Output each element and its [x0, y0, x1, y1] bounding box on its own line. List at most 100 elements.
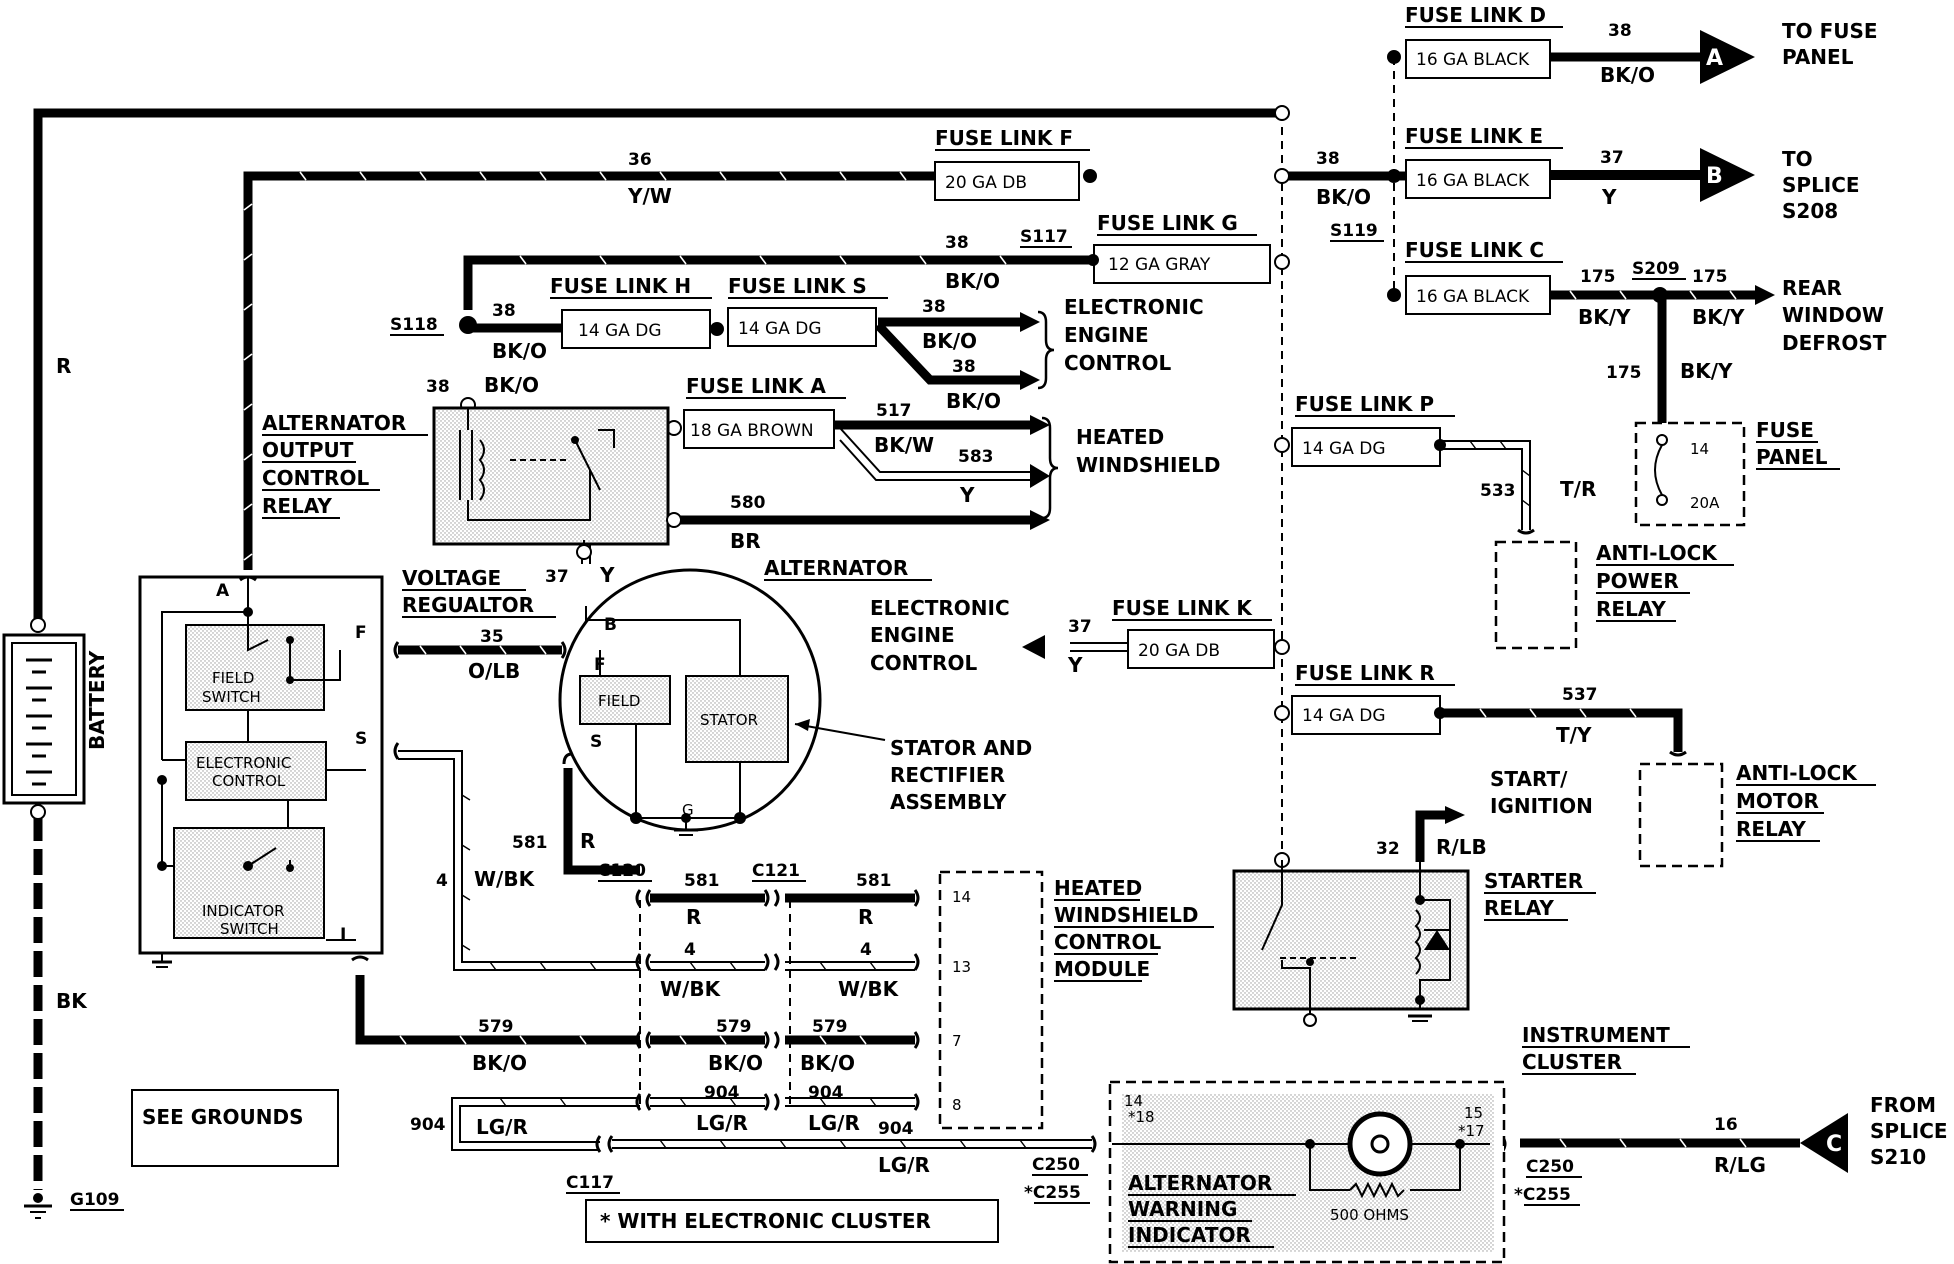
svg-text:DEFROST: DEFROST: [1782, 331, 1887, 355]
svg-text:T/R: T/R: [1560, 477, 1596, 501]
svg-text:FUSE LINK H: FUSE LINK H: [550, 274, 691, 298]
battery: BATTERY: [2, 617, 109, 820]
svg-text:SPLICE: SPLICE: [1870, 1119, 1948, 1143]
svg-text:RELAY: RELAY: [262, 494, 332, 518]
fuse-link-s: FUSE LINK S 14 GA DG: [710, 274, 888, 347]
svg-text:BK/O: BK/O: [472, 1051, 527, 1075]
svg-text:CONTROL: CONTROL: [212, 772, 286, 790]
svg-text:581: 581: [856, 871, 892, 891]
svg-text:Y: Y: [1601, 185, 1617, 209]
svg-text:B: B: [604, 615, 617, 635]
svg-text:37: 37: [1600, 148, 1624, 168]
fuse-link-f: FUSE LINK F 20 GA DB: [934, 126, 1097, 201]
svg-text:13: 13: [952, 958, 971, 976]
svg-text:BK/O: BK/O: [1316, 185, 1371, 209]
svg-text:537: 537: [1562, 685, 1598, 705]
alt-output-control-relay: ALTERNATOR OUTPUT CONTROL RELAY: [262, 406, 682, 560]
svg-text:14: 14: [952, 888, 971, 906]
svg-text:FUSE LINK P: FUSE LINK P: [1295, 392, 1434, 416]
svg-text:F: F: [355, 623, 367, 643]
svg-text:INDICATOR: INDICATOR: [202, 902, 285, 920]
svg-text:35: 35: [480, 627, 504, 647]
svg-text:581: 581: [684, 871, 720, 891]
svg-text:14 GA DG: 14 GA DG: [578, 321, 662, 341]
svg-text:LG/R: LG/R: [696, 1111, 748, 1135]
svg-text:ANTI-LOCK: ANTI-LOCK: [1596, 541, 1718, 565]
wire-581-alt: [563, 768, 640, 875]
svg-text:FUSE LINK D: FUSE LINK D: [1405, 3, 1546, 27]
fuse-link-a: FUSE LINK A 18 GA BROWN: [666, 374, 846, 449]
svg-text:20 GA DB: 20 GA DB: [945, 173, 1027, 193]
svg-text:BK/O: BK/O: [492, 339, 547, 363]
svg-text:ANTI-LOCK: ANTI-LOCK: [1736, 761, 1858, 785]
svg-text:LG/R: LG/R: [476, 1115, 528, 1139]
connector-a: A TO FUSE PANEL: [1700, 19, 1878, 84]
alternator: FIELD STATOR B F S G ALTERNATOR STATOR A…: [558, 556, 1032, 836]
svg-text:TO: TO: [1782, 147, 1813, 171]
svg-text:CONTROL: CONTROL: [262, 466, 369, 490]
svg-text:ELECTRONIC: ELECTRONIC: [196, 754, 291, 772]
wire-38-s117: [463, 255, 1093, 310]
svg-text:C121: C121: [752, 861, 800, 881]
svg-text:ELECTRONIC: ELECTRONIC: [870, 596, 1010, 620]
svg-text:579: 579: [478, 1017, 514, 1037]
electronic-cluster-note: * WITH ELECTRONIC CLUSTER: [585, 1199, 999, 1243]
wire-579-regulator: [355, 975, 640, 1045]
svg-text:583: 583: [958, 447, 994, 467]
svg-text:WINDSHIELD: WINDSHIELD: [1076, 453, 1220, 477]
svg-text:BK/Y: BK/Y: [1692, 305, 1745, 329]
svg-text:BK/O: BK/O: [946, 389, 1001, 413]
svg-text:ASSEMBLY: ASSEMBLY: [890, 790, 1007, 814]
svg-text:ENGINE: ENGINE: [1064, 323, 1149, 347]
fuse-link-r: FUSE LINK R 14 GA DG: [1291, 661, 1455, 735]
svg-text:R/LG: R/LG: [1714, 1153, 1766, 1177]
svg-text:SWITCH: SWITCH: [202, 688, 261, 706]
svg-text:G109: G109: [70, 1190, 119, 1210]
braces: [1037, 310, 1059, 520]
svg-text:C120: C120: [598, 861, 646, 881]
svg-text:* WITH ELECTRONIC CLUSTER: * WITH ELECTRONIC CLUSTER: [600, 1209, 931, 1233]
svg-text:533: 533: [1480, 481, 1516, 501]
svg-text:WARNING: WARNING: [1128, 1197, 1237, 1221]
svg-text:14: 14: [1124, 1092, 1143, 1110]
fuse-link-g: FUSE LINK G 12 GA GRAY: [1093, 211, 1271, 284]
svg-text:S210: S210: [1870, 1145, 1926, 1169]
svg-text:175: 175: [1606, 363, 1642, 383]
component-labels: ELECTRONIC ENGINE CONTROL HEATED WINDSHI…: [870, 276, 1887, 675]
svg-text:STATOR: STATOR: [700, 711, 758, 729]
svg-text:BK: BK: [56, 989, 88, 1013]
svg-text:517: 517: [876, 401, 912, 421]
svg-text:SEE GROUNDS: SEE GROUNDS: [142, 1105, 304, 1129]
svg-text:A: A: [216, 581, 230, 601]
wire-904-loop: [451, 1097, 640, 1151]
svg-text:S118: S118: [390, 315, 438, 335]
heavy-wires: [33, 52, 1800, 1148]
svg-text:FUSE LINK G: FUSE LINK G: [1097, 211, 1238, 235]
svg-text:IGNITION: IGNITION: [1490, 794, 1593, 818]
fuse-panel: 14 20A FUSE PANEL: [1634, 418, 1840, 527]
svg-text:7: 7: [952, 1032, 962, 1050]
bus-dots: [1274, 50, 1401, 868]
svg-text:581: 581: [512, 833, 548, 853]
see-grounds-box: SEE GROUNDS: [131, 1089, 339, 1167]
svg-text:FROM: FROM: [1870, 1093, 1936, 1117]
svg-text:FUSE LINK K: FUSE LINK K: [1112, 596, 1253, 620]
svg-text:580: 580: [730, 493, 766, 513]
svg-text:ALTERNATOR: ALTERNATOR: [262, 411, 406, 435]
svg-text:C250: C250: [1032, 1155, 1080, 1175]
svg-text:T/Y: T/Y: [1556, 723, 1592, 747]
connector-b: B TO SPLICE S208: [1700, 147, 1860, 223]
svg-text:37: 37: [545, 567, 569, 587]
svg-text:RECTIFIER: RECTIFIER: [890, 763, 1005, 787]
svg-text:PANEL: PANEL: [1756, 445, 1828, 469]
svg-text:WINDOW: WINDOW: [1782, 303, 1884, 327]
svg-text:16: 16: [1714, 1115, 1738, 1135]
svg-text:14 GA DG: 14 GA DG: [1302, 439, 1386, 459]
svg-text:BK/Y: BK/Y: [1680, 359, 1733, 383]
output-arrowheads: [1020, 285, 1775, 824]
svg-text:FUSE LINK F: FUSE LINK F: [935, 126, 1073, 150]
wire-37-splice-b: [1550, 170, 1700, 180]
wire-583: [839, 427, 1030, 481]
svg-text:ENGINE: ENGINE: [870, 623, 955, 647]
wire-32-rlb: [1415, 810, 1445, 862]
